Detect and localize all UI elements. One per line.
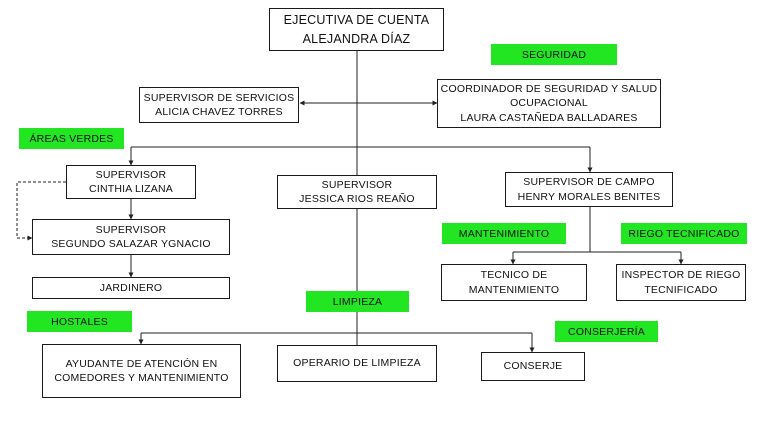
tag-conserjeria: CONSERJERÍA <box>555 321 658 342</box>
node-person: HENRY MORALES BENITES <box>517 190 661 203</box>
node-inspector-riego: INSPECTOR DE RIEGO TECNIFICADO <box>616 264 746 301</box>
tag-hostales: HOSTALES <box>27 311 132 332</box>
node-role-line2: COMEDORES Y MANTENIMIENTO <box>54 372 229 384</box>
node-role: INSPECTOR DE RIEGO <box>621 269 741 282</box>
node-role-line2: TECNIFICADO <box>644 283 718 296</box>
node-role: SUPERVISOR <box>95 168 167 181</box>
tag-riego-tecnificado: RIEGO TECNIFICADO <box>621 223 747 244</box>
node-role: EJECUTIVA DE CUENTA <box>283 13 430 28</box>
node-supervisor-campo: SUPERVISOR DE CAMPO HENRY MORALES BENITE… <box>505 172 673 207</box>
node-conserje: CONSERJE <box>481 352 585 381</box>
tag-limpieza: LIMPIEZA <box>306 291 409 312</box>
node-supervisor-jessica: SUPERVISOR JESSICA RIOS REAÑO <box>277 175 437 209</box>
node-ejecutiva-cuenta: EJECUTIVA DE CUENTA ALEJANDRA DÍAZ <box>269 8 444 51</box>
node-role-line2: OCUPACIONAL <box>510 97 588 110</box>
node-person: CINTHIA LIZANA <box>89 183 173 195</box>
node-role-line2: MANTENIMIENTO <box>468 283 560 296</box>
node-role: SUPERVISOR DE SERVICIOS <box>143 91 295 104</box>
node-supervisor-servicios: SUPERVISOR DE SERVICIOS ALICIA CHAVEZ TO… <box>139 87 299 123</box>
tag-seguridad: SEGURIDAD <box>491 44 617 65</box>
node-role: SUPERVISOR DE CAMPO <box>523 176 655 189</box>
node-person: JESSICA RIOS REAÑO <box>299 193 415 205</box>
node-role: OPERARIO DE LIMPIEZA <box>293 357 421 370</box>
node-role: SUPERVISOR <box>95 223 167 236</box>
node-person: LAURA CASTAÑEDA BALLADARES <box>460 111 638 124</box>
node-supervisor-cinthia: SUPERVISOR CINTHIA LIZANA <box>66 165 196 199</box>
node-tecnico-mantenimiento: TECNICO DE MANTENIMIENTO <box>441 264 587 301</box>
node-role: AYUDANTE DE ATENCIÓN EN <box>65 357 218 370</box>
tag-areas-verdes: ÁREAS VERDES <box>19 128 124 149</box>
connector-dashed-loop <box>16 181 66 241</box>
node-person: ALEJANDRA DÍAZ <box>302 31 411 46</box>
node-role: TECNICO DE <box>480 269 548 282</box>
node-coordinador-seguridad: COORDINADOR DE SEGURIDAD Y SALUD OCUPACI… <box>437 79 661 128</box>
node-person: ALICIA CHAVEZ TORRES <box>155 106 283 118</box>
node-role: CONSERJE <box>503 360 563 373</box>
node-person: SEGUNDO SALAZAR YGNACIO <box>51 238 211 250</box>
node-jardinero: JARDINERO <box>32 277 230 299</box>
node-role: JARDINERO <box>99 281 163 294</box>
node-role: COORDINADOR DE SEGURIDAD Y SALUD <box>440 83 658 96</box>
node-role: SUPERVISOR <box>321 178 393 191</box>
tag-mantenimiento: MANTENIMIENTO <box>442 223 566 244</box>
node-operario-limpieza: OPERARIO DE LIMPIEZA <box>277 345 437 382</box>
node-supervisor-segundo: SUPERVISOR SEGUNDO SALAZAR YGNACIO <box>32 219 230 255</box>
node-ayudante-atencion: AYUDANTE DE ATENCIÓN EN COMEDORES Y MANT… <box>42 344 241 398</box>
